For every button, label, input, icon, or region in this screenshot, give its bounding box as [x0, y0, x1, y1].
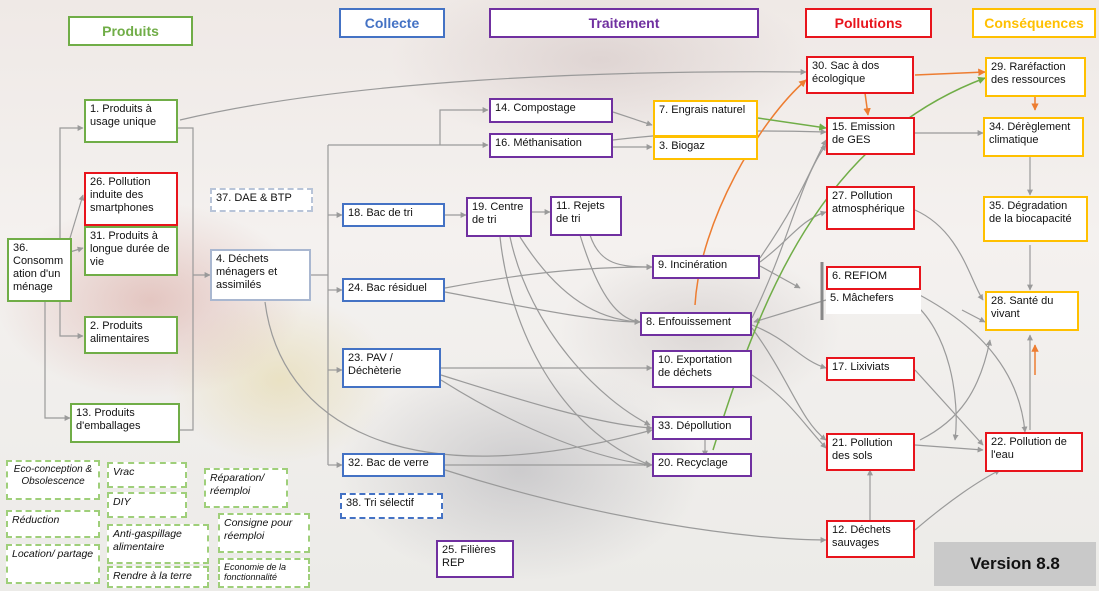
node-28-sante-du-vivant: 28. Santé du vivant	[985, 291, 1079, 331]
action-antigaspi: Anti-gaspillage alimentaire	[107, 524, 209, 564]
node-14-compostage: 14. Compostage	[489, 98, 613, 123]
action-rendre-a-la-terre: Rendre à la terre	[107, 566, 209, 588]
node-16-methanisation: 16. Méthanisation	[489, 133, 613, 158]
edge-36-1	[59, 125, 84, 238]
node-26-pollution-smartphones: 26. Pollution induite des smartphones	[84, 172, 178, 226]
node-7-engrais-naturel: 7. Engrais naturel	[653, 100, 758, 137]
node-13-produits-emballages: 13. Produits d'emballages	[70, 403, 180, 443]
node-9-incineration: 9. Incinération	[652, 255, 760, 279]
node-1-produits-usage-unique: 1. Produits à usage unique	[84, 99, 178, 143]
header-consequences: Conséquences	[972, 8, 1096, 38]
node-10-exportation-dechets: 10. Exportation de déchets	[652, 350, 752, 388]
header-produits: Produits	[68, 16, 193, 46]
node-27-pollution-atmospherique: 27. Pollution atmosphérique	[826, 186, 915, 230]
action-ecoconception: Eco-conception & Obsolescence	[6, 460, 100, 500]
edge-1-30	[179, 68, 807, 121]
node-35-degradation-biocapacite: 35. Dégradation de la biocapacité	[983, 196, 1088, 242]
edge-36-31	[69, 246, 84, 253]
action-location: Location/ partage	[6, 544, 100, 584]
node-3-biogaz: 3. Biogaz	[653, 136, 758, 160]
header-collecte: Collecte	[339, 8, 445, 38]
action-diy: DIY	[107, 492, 187, 518]
node-15-emission-ges: 15. Emission de GES	[826, 117, 915, 155]
edge-36-13	[44, 300, 71, 421]
node-29-rarefaction-ressources: 29. Raréfaction des ressources	[985, 57, 1086, 97]
node-32-bac-de-verre: 32. Bac de verre	[342, 453, 445, 477]
node-22-pollution-de-leau: 22. Pollution de l'eau	[985, 432, 1083, 472]
node-6-refiom: 6. REFIOM	[826, 266, 921, 290]
node-4-dechets-menagers: 4. Déchets ménagers et assimilés	[210, 249, 311, 301]
action-economie-fonctionnalite: Economie de la fonctionnalité	[218, 558, 310, 588]
node-5-machefers: 5. Mâchefers	[826, 290, 921, 314]
node-12-dechets-sauvages: 12. Déchets sauvages	[826, 520, 915, 558]
node-37-dae-btp: 37. DAE & BTP	[210, 188, 313, 212]
node-17-lixiviats: 17. Lixiviats	[826, 357, 915, 381]
node-24-bac-residuel: 24. Bac résiduel	[342, 278, 445, 302]
node-30-sac-a-dos-ecologique: 30. Sac à dos écologique	[806, 56, 914, 94]
node-33-depollution: 33. Dépollution	[652, 416, 752, 440]
action-consigne: Consigne pour réemploi	[218, 513, 310, 553]
version-badge: Version 8.8	[934, 542, 1096, 586]
node-21-pollution-des-sols: 21. Pollution des sols	[826, 433, 915, 471]
node-31-produits-longue-duree: 31. Produits à longue durée de vie	[84, 226, 178, 276]
node-36-consommation-menage: 36. Consomm ation d'un ménage	[7, 238, 72, 302]
node-23-pav-decheterie: 23. PAV / Déchèterie	[342, 348, 441, 388]
edge-products-4	[178, 127, 194, 431]
edge-36-2	[59, 300, 84, 339]
node-34-dereglement-climatique: 34. Dérèglement climatique	[983, 117, 1084, 157]
node-18-bac-de-tri: 18. Bac de tri	[342, 203, 445, 227]
action-reduction: Réduction	[6, 510, 100, 538]
node-19-centre-de-tri: 19. Centre de tri	[466, 197, 532, 237]
edge-36-26	[69, 194, 85, 239]
node-20-recyclage: 20. Recyclage	[652, 453, 752, 477]
node-38-tri-selectif: 38. Tri sélectif	[340, 493, 443, 519]
action-reparation: Réparation/ réemploi	[204, 468, 288, 508]
node-8-enfouissement: 8. Enfouissement	[640, 312, 752, 336]
action-vrac: Vrac	[107, 462, 187, 488]
node-11-rejets-de-tri: 11. Rejets de tri	[550, 196, 622, 236]
node-2-produits-alimentaires: 2. Produits alimentaires	[84, 316, 178, 354]
header-pollutions: Pollutions	[805, 8, 932, 38]
header-traitement: Traitement	[489, 8, 759, 38]
node-25-filieres-rep: 25. Filières REP	[436, 540, 514, 578]
